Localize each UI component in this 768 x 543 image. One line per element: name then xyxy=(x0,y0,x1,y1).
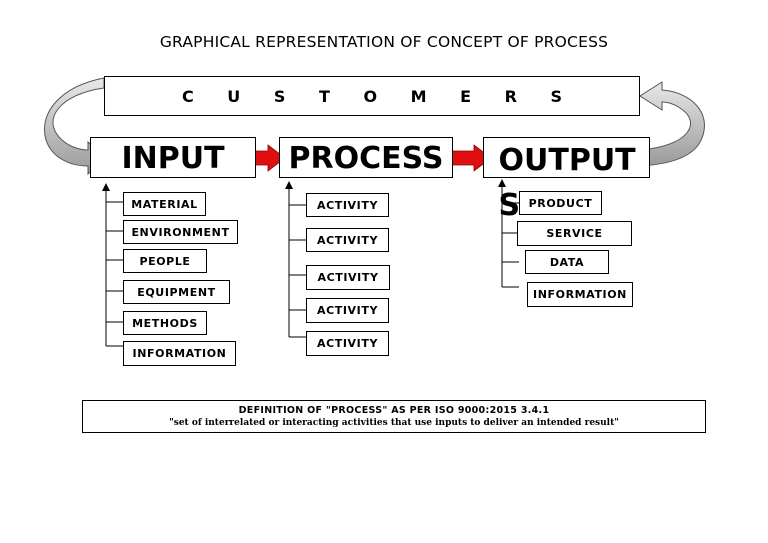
activity-item: ACTIVITY xyxy=(306,298,389,323)
input-item-equipment: EQUIPMENT xyxy=(123,280,230,304)
process-box: PROCESS xyxy=(279,137,453,178)
diagram-title: GRAPHICAL REPRESENTATION OF CONCEPT OF P… xyxy=(159,33,609,51)
output-item-service: SERVICE xyxy=(517,221,632,246)
output-item-product: PRODUCT xyxy=(519,191,602,215)
process-label: PROCESS xyxy=(288,141,444,176)
input-item-environment: ENVIRONMENT xyxy=(123,220,238,244)
output-box: OUTPUTS xyxy=(483,137,650,223)
input-item-people: PEOPLE xyxy=(123,249,207,273)
input-item-material: MATERIAL xyxy=(123,192,206,216)
activity-item: ACTIVITY xyxy=(306,228,389,252)
activity-item: ACTIVITY xyxy=(306,265,390,290)
definition-heading: DEFINITION OF "PROCESS" AS PER ISO 9000:… xyxy=(238,405,550,416)
activity-item: ACTIVITY xyxy=(306,193,389,217)
red-arrow-process-output xyxy=(449,144,492,172)
activity-item: ACTIVITY xyxy=(306,331,389,356)
definition-text: "set of interrelated or interacting acti… xyxy=(169,418,619,428)
input-box: INPUT xyxy=(90,137,256,178)
input-label: INPUT xyxy=(121,141,225,176)
input-item-methods: METHODS xyxy=(123,311,207,335)
right-curved-arrow xyxy=(639,81,705,167)
output-item-information: INFORMATION xyxy=(527,282,633,307)
definition-box: DEFINITION OF "PROCESS" AS PER ISO 9000:… xyxy=(82,400,706,433)
customers-box: C U S T O M E R S xyxy=(104,76,640,116)
input-item-information: INFORMATION xyxy=(123,341,236,366)
output-item-data: DATA xyxy=(525,250,609,274)
output-label: OUTPUTS xyxy=(498,143,636,223)
